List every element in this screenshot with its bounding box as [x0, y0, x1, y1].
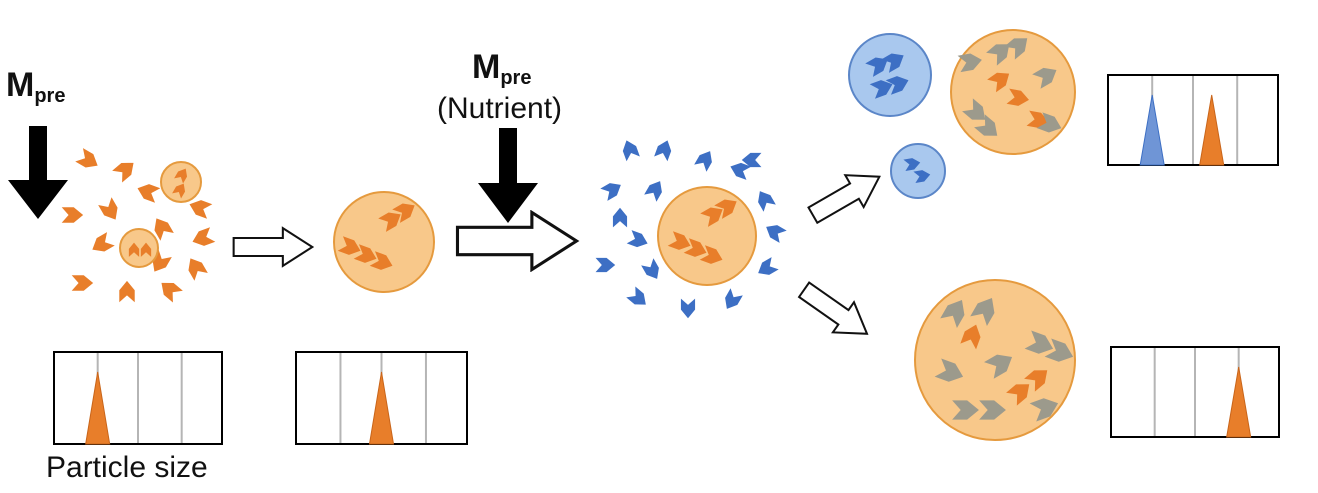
chevron-orange: [75, 148, 102, 173]
small-orange-particle: [160, 161, 202, 203]
chevron-orange: [156, 276, 183, 303]
particle-size-label: Particle size: [46, 451, 208, 484]
chevron-orange: [183, 254, 208, 281]
mpre-mid-sub: pre: [500, 67, 532, 89]
bottom-outcome-particle: [914, 279, 1077, 441]
chevron-orange: [98, 197, 123, 224]
chevron-orange: [189, 227, 216, 250]
histogram-bottom-outcome: [1110, 346, 1280, 438]
process-arrow-2: [455, 210, 579, 272]
distribution-peak-orange: [1226, 366, 1252, 438]
chevron-orange: [134, 180, 161, 203]
distribution-peak-orange: [368, 371, 395, 445]
chevron-orange: [71, 275, 94, 291]
small-orange-particle: [119, 228, 159, 268]
mpre-input-arrow-left: [8, 126, 68, 219]
histogram-top-outcome: [1107, 74, 1279, 166]
stage-3-particle-with-nutrient: [595, 137, 787, 319]
top-outcome-particles: [848, 29, 1076, 199]
mpre-nutrient-arrow: [478, 128, 538, 223]
process-arrow-1: [232, 226, 314, 268]
mpre-left-main: M: [6, 66, 35, 104]
chevron-orange: [88, 232, 115, 257]
stage-1-dispersed-particles: [61, 148, 216, 303]
mpre-label-middle: Mpre: [472, 50, 531, 95]
stage-2-particle: [333, 191, 435, 293]
chevron-orange: [119, 280, 135, 303]
chevron-orange: [61, 207, 84, 223]
branch-arrow-down: [792, 273, 879, 351]
histograms: [53, 74, 1280, 445]
branch-arrow-up: [802, 159, 890, 233]
nutrient-label: (Nutrient): [437, 92, 563, 125]
distribution-peak-blue: [1139, 94, 1165, 166]
distribution-peak-orange: [85, 371, 111, 445]
mpre-left-sub: pre: [34, 85, 66, 107]
distribution-peak-orange: [1199, 94, 1225, 166]
mpre-label-left: Mpre: [6, 68, 65, 113]
histogram-stage-1: [53, 351, 223, 445]
histogram-stage-2: [295, 351, 468, 445]
mpre-mid-main: M: [472, 48, 501, 86]
chevron-orange: [112, 156, 139, 183]
